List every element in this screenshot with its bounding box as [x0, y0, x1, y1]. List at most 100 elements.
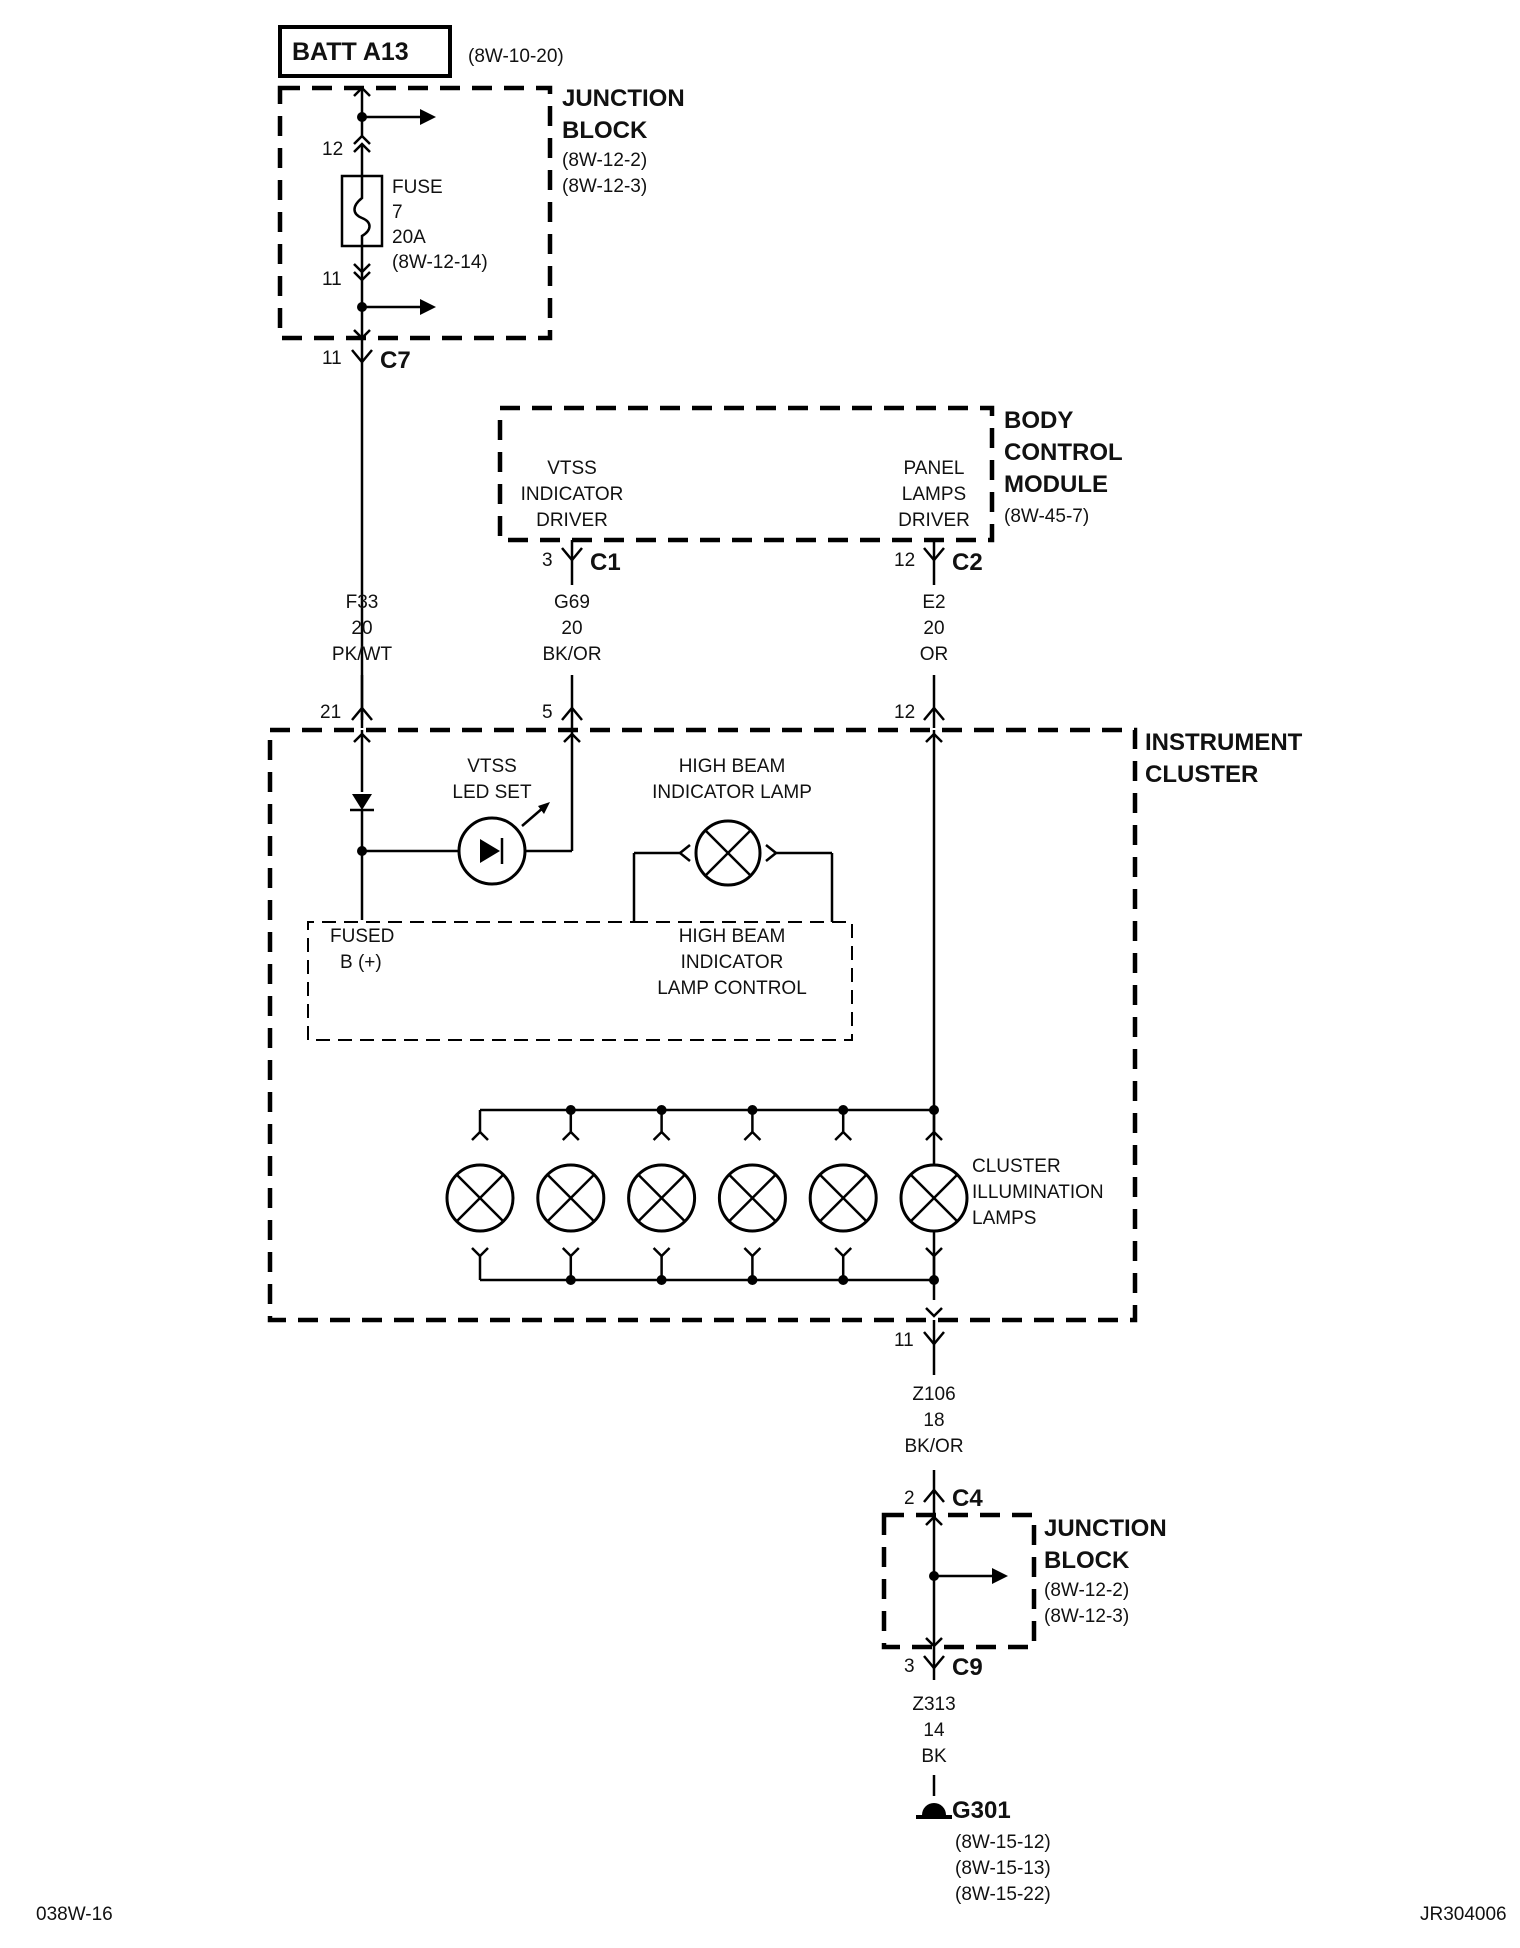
high-beam-lamp-line-2: INDICATOR LAMP	[652, 782, 812, 803]
panel-driver-line-2: LAMPS	[902, 484, 966, 505]
illumination-lamp	[627, 1105, 697, 1285]
wire-z313-gauge: 14	[923, 1720, 945, 1741]
battery-label: BATT A13	[292, 38, 409, 66]
connector-c2-symbol	[923, 540, 945, 585]
junction-block-top-ref-1: (8W-12-2)	[562, 150, 647, 171]
wire-f33-circuit: F33	[346, 592, 379, 613]
junction-block-bottom-title-2: BLOCK	[1044, 1547, 1130, 1574]
fuse-output-wire	[353, 246, 436, 340]
vtss-driver-line-3: DRIVER	[536, 510, 608, 531]
illumination-lamp	[899, 1105, 969, 1285]
illumination-lamp	[536, 1105, 606, 1285]
connector-c7-symbol	[351, 338, 373, 720]
wires-into-cluster	[351, 675, 945, 728]
junction-block-top-box	[277, 85, 553, 341]
cluster-internal-wiring	[350, 730, 943, 1300]
illumination-lamp	[445, 1110, 515, 1280]
instrument-cluster-title-2: CLUSTER	[1145, 761, 1258, 788]
connector-c7-pin: 11	[322, 348, 342, 369]
wire-z106-color: BK/OR	[904, 1436, 963, 1457]
wire-e2-gauge: 20	[923, 618, 944, 639]
cluster-pin-12: 12	[894, 702, 915, 723]
feed-wire-top	[353, 86, 436, 176]
connector-c9-name: C9	[952, 1654, 983, 1681]
fuse-symbol	[340, 174, 384, 248]
connector-c4-symbol	[923, 1470, 945, 1515]
vtss-led-line-1: VTSS	[467, 756, 517, 777]
connector-c1-pin: 3	[542, 550, 553, 571]
wire-z313-circuit: Z313	[912, 1694, 955, 1715]
footer-right: JR304006	[1420, 1904, 1507, 1925]
cluster-ground-output	[923, 1307, 945, 1375]
wire-z106-gauge: 18	[923, 1410, 944, 1431]
battery-box	[278, 25, 452, 78]
wire-g69-circuit: G69	[554, 592, 590, 613]
illumination-lamp	[717, 1105, 787, 1285]
wire-z313-color: BK	[921, 1746, 947, 1767]
instrument-cluster-box	[267, 727, 1138, 1323]
connector-c1-name: C1	[590, 549, 621, 576]
fuse-number: 7	[392, 202, 403, 223]
ground-ref-1: (8W-15-12)	[955, 1832, 1051, 1853]
bcm-title-2: CONTROL	[1004, 439, 1123, 466]
illumination-label-1: CLUSTER	[972, 1156, 1061, 1177]
cluster-pin-21: 21	[320, 702, 341, 723]
fused-b-line-1: FUSED	[330, 926, 394, 947]
connector-c2-pin: 12	[894, 550, 915, 571]
illumination-label-2: ILLUMINATION	[972, 1182, 1104, 1203]
junction-block-bottom-ref-1: (8W-12-2)	[1044, 1580, 1129, 1601]
high-beam-control-line-3: LAMP CONTROL	[657, 978, 807, 999]
instrument-cluster-title-1: INSTRUMENT	[1145, 729, 1303, 756]
wire-z106-circuit: Z106	[912, 1384, 955, 1405]
cluster-pin-5: 5	[542, 702, 553, 723]
bcm-title-1: BODY	[1004, 407, 1073, 434]
high-beam-lamp-symbol	[632, 819, 834, 922]
junction-block-bottom-ref-2: (8W-12-3)	[1044, 1606, 1129, 1627]
footer-left: 038W-16	[36, 1904, 113, 1925]
ground-ref-2: (8W-15-13)	[955, 1858, 1051, 1879]
vtss-driver-line-1: VTSS	[547, 458, 597, 479]
connector-c9-pin: 3	[904, 1656, 915, 1677]
connector-c4-name: C4	[952, 1485, 983, 1512]
high-beam-control-line-1: HIGH BEAM	[679, 926, 786, 947]
panel-driver-line-1: PANEL	[904, 458, 965, 479]
vtss-led-line-2: LED SET	[452, 782, 532, 803]
pin-12-top: 12	[322, 139, 343, 160]
junction-block-bottom-wiring	[925, 1515, 1008, 1648]
battery-ref: (8W-10-20)	[468, 46, 564, 67]
fuse-ref: (8W-12-14)	[392, 252, 488, 273]
ground-ref-3: (8W-15-22)	[955, 1884, 1051, 1905]
fuse-rating: 20A	[392, 227, 426, 248]
junction-block-bottom-title-1: JUNCTION	[1044, 1515, 1167, 1542]
connector-c1-symbol	[561, 540, 583, 585]
junction-block-top-title-1: JUNCTION	[562, 85, 685, 112]
connector-c2-name: C2	[952, 549, 983, 576]
bcm-ref: (8W-45-7)	[1004, 506, 1089, 527]
connector-c7-name: C7	[380, 347, 411, 374]
connector-c9-symbol	[923, 1647, 945, 1680]
fuse-label: FUSE	[392, 177, 443, 198]
ground-symbol	[916, 1775, 952, 1819]
high-beam-control-line-2: INDICATOR	[681, 952, 784, 973]
connector-c4-pin: 2	[904, 1488, 915, 1509]
wire-g69-gauge: 20	[561, 618, 582, 639]
panel-driver-line-3: DRIVER	[898, 510, 970, 531]
wire-f33-color: PK/WT	[332, 644, 393, 665]
high-beam-control-box	[307, 921, 853, 1041]
bcm-title-3: MODULE	[1004, 471, 1108, 498]
junction-block-bottom-box	[881, 1512, 1037, 1650]
high-beam-lamp-line-1: HIGH BEAM	[679, 756, 786, 777]
wire-g69-color: BK/OR	[542, 644, 601, 665]
ground-name: G301	[952, 1797, 1011, 1824]
pin-11-top: 11	[322, 269, 342, 290]
illumination-lamp	[808, 1105, 878, 1285]
bcm-box	[497, 405, 995, 543]
fused-b-line-2: B (+)	[340, 952, 382, 973]
junction-block-top-ref-2: (8W-12-3)	[562, 176, 647, 197]
illumination-label-3: LAMPS	[972, 1208, 1036, 1229]
wire-f33-gauge: 20	[351, 618, 372, 639]
vtss-driver-line-2: INDICATOR	[521, 484, 624, 505]
junction-block-top-title-2: BLOCK	[562, 117, 648, 144]
cluster-illumination-lamps	[445, 1105, 969, 1285]
